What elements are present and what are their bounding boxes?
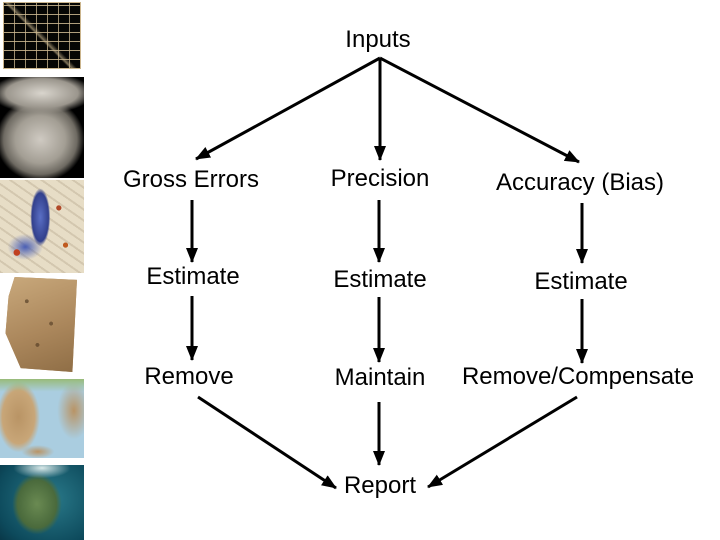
node-estimate-gross: Estimate <box>146 263 240 290</box>
node-inputs: Inputs <box>345 26 411 53</box>
map-image-strip <box>0 0 86 540</box>
node-estimate-accuracy: Estimate <box>534 268 628 295</box>
node-accuracy-bias: Accuracy (Bias) <box>495 169 665 196</box>
greece-relief-map-image <box>0 379 84 458</box>
medieval-city-map-image <box>0 180 84 273</box>
node-maintain: Maintain <box>334 364 426 391</box>
parchment-map-image <box>5 277 77 373</box>
north-america-satellite-image <box>0 465 84 540</box>
node-report: Report <box>343 472 417 499</box>
node-estimate-precision: Estimate <box>333 266 427 293</box>
node-remove: Remove <box>144 363 234 390</box>
node-remove-compensate: Remove/Compensate <box>461 363 695 390</box>
babylonian-grid-map-image <box>3 2 81 69</box>
node-gross-errors: Gross Errors <box>122 166 260 193</box>
node-precision: Precision <box>330 165 430 192</box>
clay-tablet-map-image <box>0 77 84 178</box>
